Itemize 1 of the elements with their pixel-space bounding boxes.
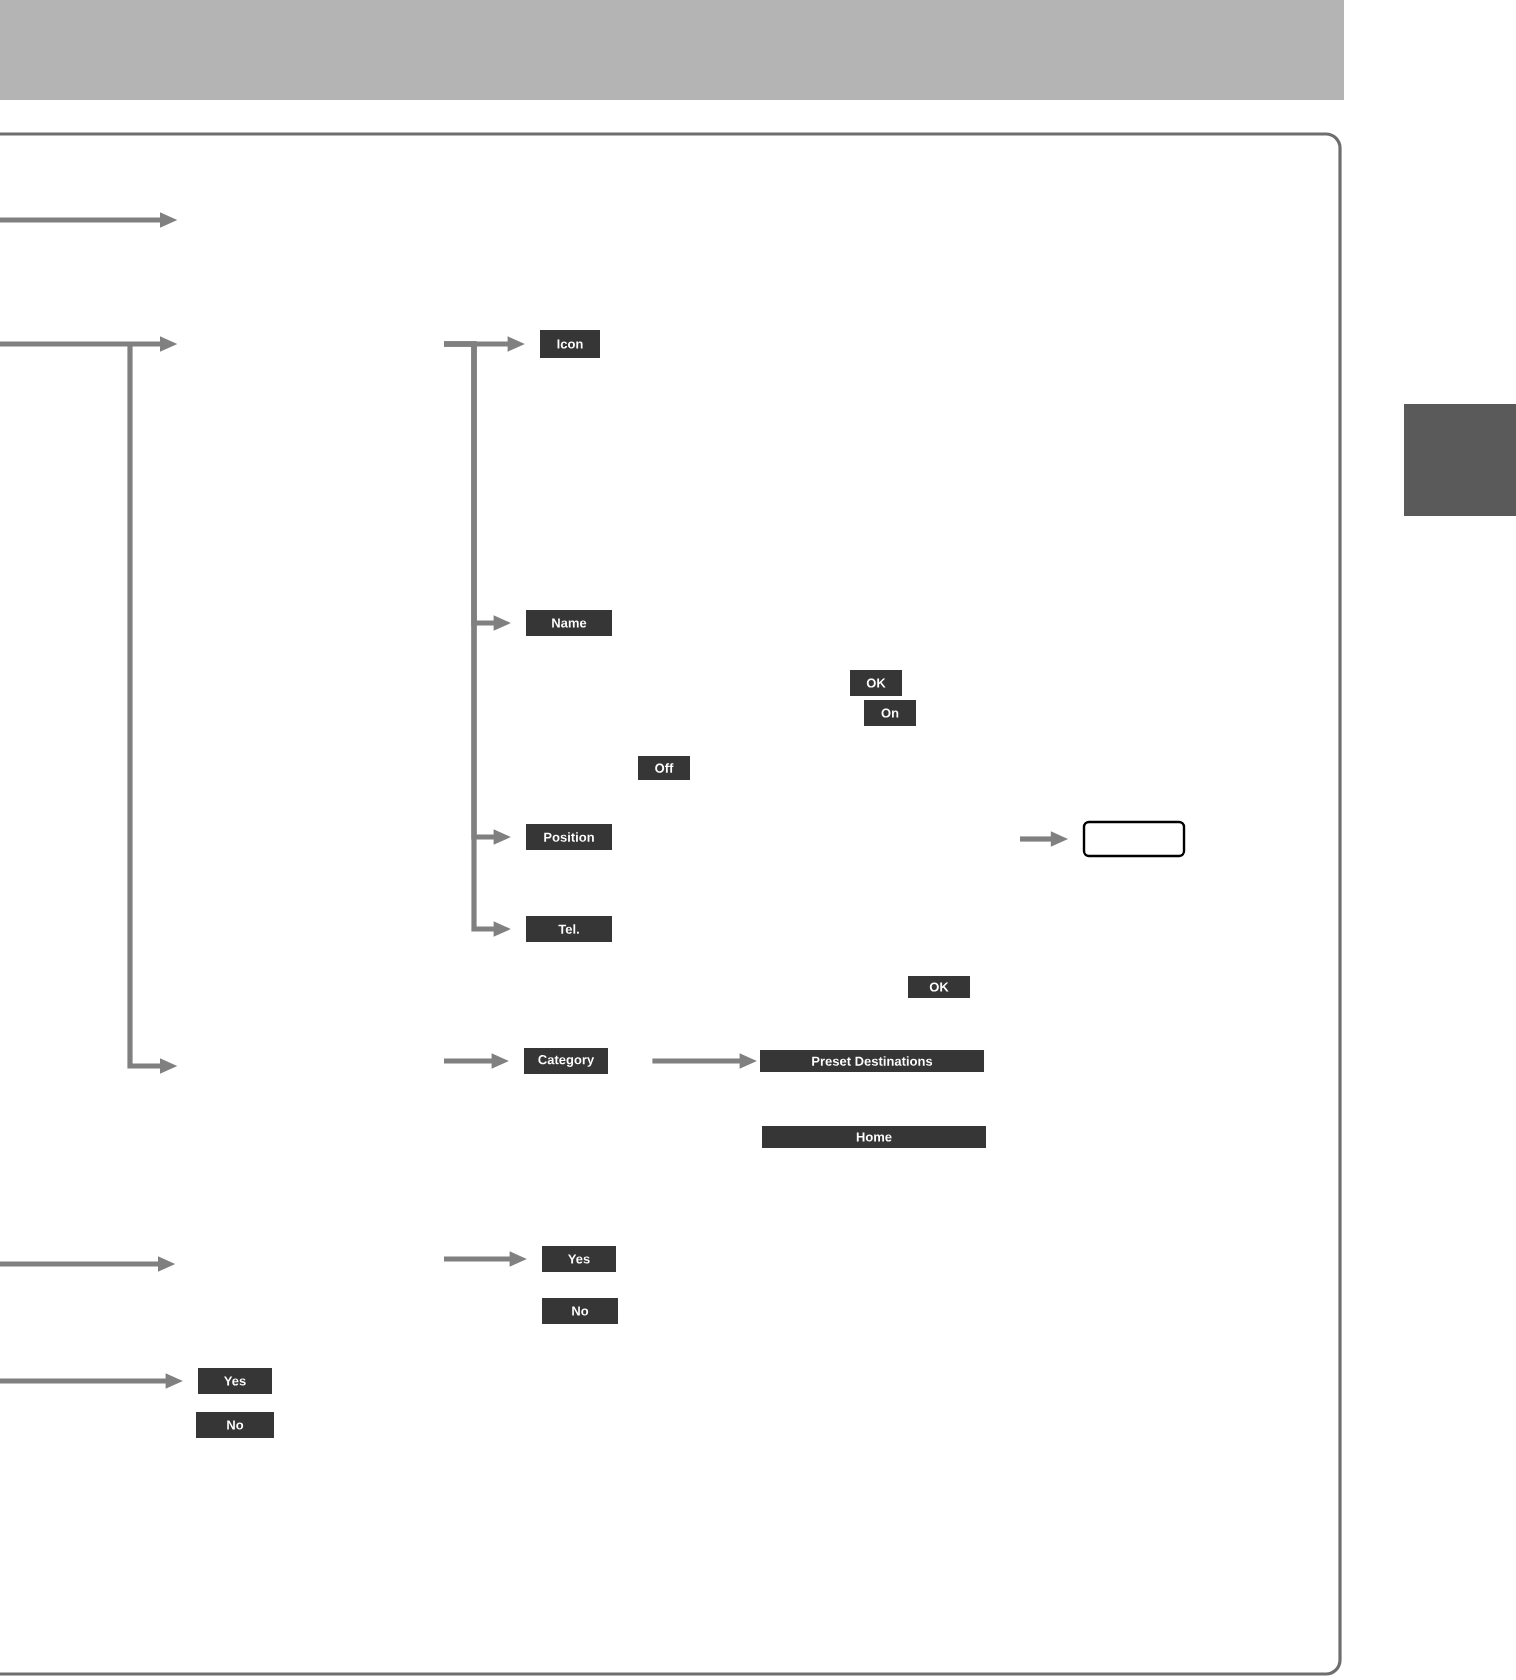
empty-box	[1082, 820, 1186, 858]
